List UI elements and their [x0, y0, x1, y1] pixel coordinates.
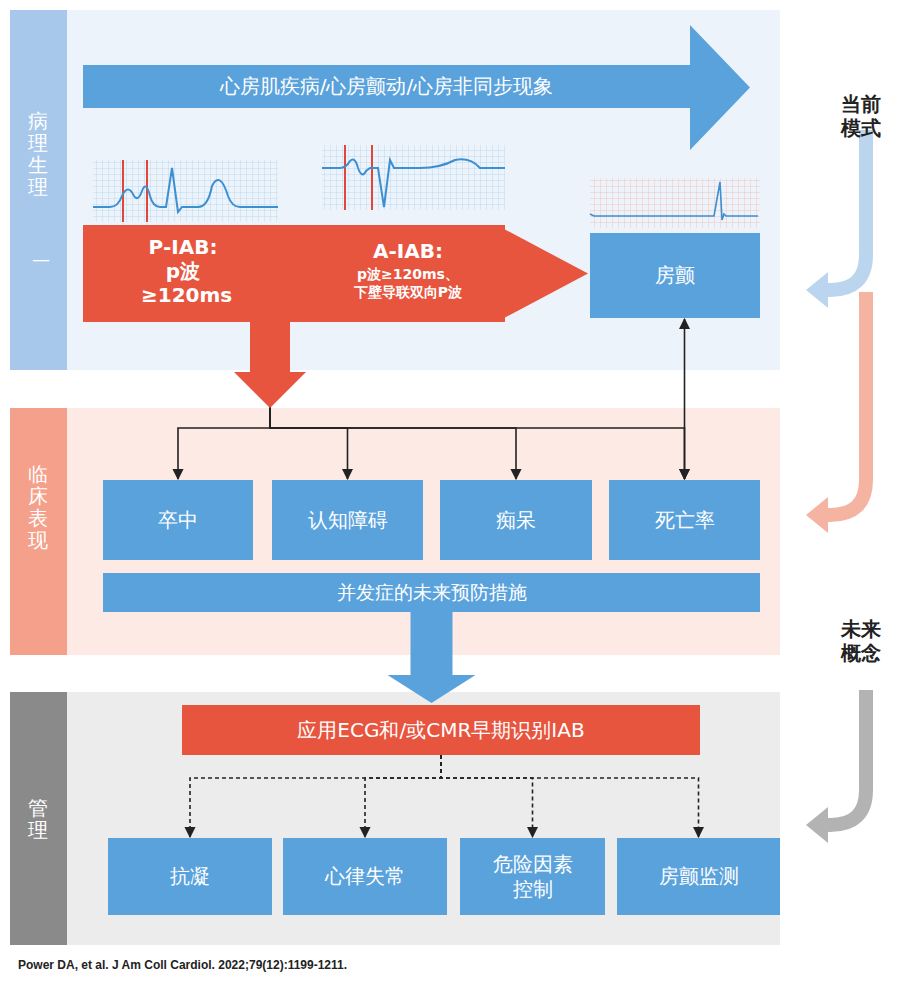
- arrow-text-holder: 心房肌疾病/心房颤动/心房非同步现象: [83, 65, 690, 108]
- box-text: 房颤: [655, 263, 695, 288]
- panel-band: 病理生理 心房肌疾病/心房颤动/心房非同步现象 P-IAB:p波 ≥120ms A-I…: [10, 10, 780, 370]
- ecg-strip: [322, 145, 505, 210]
- iab-heading: P-IAB:: [123, 235, 243, 259]
- caption: Power DA, et al. J Am Coll Cardiol. 2022…: [18, 958, 818, 972]
- ecg-strip: [590, 178, 760, 228]
- dashed-connector: [441, 755, 699, 837]
- panel-band: 临床表现卒中 认知障碍 痴呆 死亡率并发症的未来预防措施: [10, 408, 780, 655]
- curved-arrow: [826, 130, 866, 290]
- panel-label-holder: 临床表现: [28, 463, 49, 551]
- iab-arrow: P-IAB:p波 ≥120ms A-IAB:p波≥120ms、 下壁导联双向P波: [83, 225, 505, 322]
- side-label: 当前 模式: [838, 92, 884, 140]
- label-holder: 当前 模式: [838, 92, 884, 140]
- arrow-text: 心房肌疾病/心房颤动/心房非同步现象: [220, 73, 553, 100]
- box-text: 房颤监测: [659, 864, 739, 889]
- label-holder: 未来 概念: [838, 617, 884, 665]
- fat-arrow: [388, 612, 476, 703]
- dashed-connector: [365, 755, 441, 837]
- panel-label: 管理: [28, 797, 48, 841]
- curved-arrow: [826, 690, 866, 825]
- process-box: 并发症的未来预防措施: [103, 573, 760, 612]
- process-box: 抗凝: [108, 838, 272, 915]
- process-box: 房颤监测: [617, 838, 780, 915]
- iab-body: p波≥120ms、 下壁导联双向P波: [342, 265, 474, 301]
- connector: [270, 322, 685, 479]
- box-text: 认知障碍: [308, 508, 388, 533]
- iab-heading: A-IAB:: [323, 239, 493, 263]
- box-text: 卒中: [158, 508, 198, 533]
- dashed-connector: [441, 755, 533, 837]
- arrow-band: 心房肌疾病/心房颤动/心房非同步现象: [83, 25, 750, 150]
- process-box: 卒中: [103, 480, 253, 560]
- panel-band: 管理 应用ECG和/或CMR早期识别IAB 抗凝 心律失常 危险因素 控制 房颤监测: [10, 692, 780, 945]
- flow-arrow: [234, 322, 306, 408]
- panel-label-holder: 管理: [28, 797, 49, 841]
- label-holder: —: [31, 248, 51, 270]
- process-box: 房颤: [590, 233, 760, 318]
- curved-arrow: [826, 292, 866, 515]
- caption-holder: Power DA, et al. J Am Coll Cardiol. 2022…: [18, 958, 818, 972]
- box-text: 心律失常: [325, 864, 405, 889]
- box-text: 危险因素 控制: [474, 852, 591, 902]
- curved-arrow-head: [806, 497, 828, 533]
- process-box: 心律失常: [283, 838, 447, 915]
- panel-strip: [10, 10, 67, 370]
- connector: [270, 322, 516, 479]
- iab-column: A-IAB:p波≥120ms、 下壁导联双向P波: [323, 239, 493, 301]
- connector: [684, 319, 686, 479]
- process-box: 痴呆: [440, 480, 592, 560]
- box-text: 痴呆: [496, 508, 536, 533]
- process-box: 应用ECG和/或CMR早期识别IAB: [182, 705, 700, 755]
- panel-ground: [10, 692, 780, 945]
- box-text: 应用ECG和/或CMR早期识别IAB: [297, 718, 584, 743]
- box-text: 抗凝: [170, 864, 210, 889]
- box-text: 并发症的未来预防措施: [337, 581, 527, 605]
- dashed-connector: [190, 755, 441, 837]
- panel-label-holder: 病理生理: [28, 110, 49, 198]
- panel-strip: [10, 408, 67, 655]
- divider-mark: —: [31, 248, 51, 270]
- arrow-fill: [83, 25, 750, 150]
- process-box: 死亡率: [609, 480, 760, 560]
- process-box: 危险因素 控制: [460, 838, 605, 915]
- iab-column: P-IAB:p波 ≥120ms: [123, 235, 243, 307]
- panel-ground: [10, 408, 780, 655]
- side-label: 未来 概念: [838, 617, 884, 665]
- panel-label: 病理生理: [28, 110, 48, 198]
- panel-label: 临床表现: [28, 463, 48, 551]
- ecg-strip: [93, 160, 278, 222]
- process-box: 认知障碍: [272, 480, 423, 560]
- curved-arrow-head: [806, 807, 828, 843]
- curved-arrow-head: [806, 272, 828, 308]
- fat-arrow: [505, 230, 588, 318]
- panel-strip: [10, 692, 67, 945]
- iab-body: p波 ≥120ms: [141, 259, 225, 307]
- panel-ground: [10, 10, 780, 370]
- box-text: 死亡率: [655, 508, 715, 533]
